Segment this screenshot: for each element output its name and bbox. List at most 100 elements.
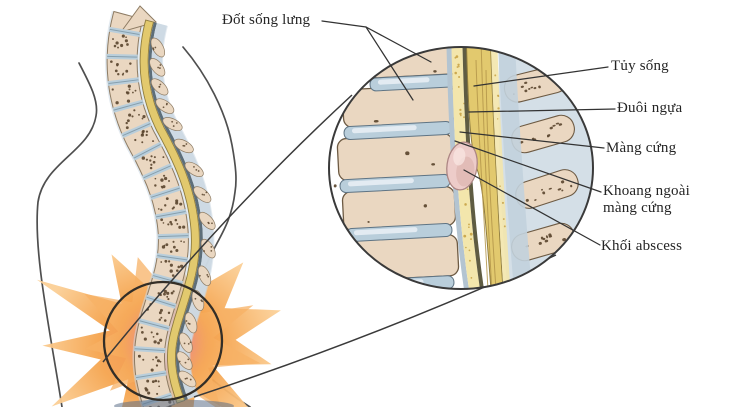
leader-khoang-ngoai xyxy=(454,140,602,193)
bone-speckle xyxy=(169,263,173,267)
bone-speckle xyxy=(152,48,155,51)
bone-speckle xyxy=(180,240,182,243)
bone-speckle xyxy=(154,379,158,383)
fat-speckle xyxy=(470,238,472,241)
spinous-process xyxy=(184,161,204,177)
bone-speckle xyxy=(172,125,175,127)
bone-speckle xyxy=(168,260,171,263)
fat-speckle xyxy=(470,277,473,279)
bone-speckle xyxy=(182,225,186,229)
bone-speckle xyxy=(134,138,137,142)
bone-speckle xyxy=(163,289,167,294)
bone-speckle xyxy=(142,358,145,361)
bone-speckle xyxy=(113,44,117,48)
bone-speckle xyxy=(169,269,173,273)
bone-speckle xyxy=(145,130,149,133)
bone-speckle xyxy=(167,311,171,315)
bone-speckle xyxy=(153,340,157,344)
fat-speckle xyxy=(505,284,507,287)
bone-speckle xyxy=(149,159,152,162)
bone-speckle xyxy=(151,380,155,384)
bone-speckle xyxy=(141,156,146,160)
bone-speckle xyxy=(163,176,168,181)
fat-speckle xyxy=(491,31,493,33)
bone-speckle xyxy=(157,341,160,345)
bone-speckle xyxy=(152,335,155,338)
bone-speckle xyxy=(155,364,159,367)
disc-edge xyxy=(146,296,176,307)
spine-top-tip xyxy=(119,5,157,33)
fat-speckle xyxy=(473,302,476,305)
bone-speckle xyxy=(154,184,157,187)
fat-speckle xyxy=(468,295,470,297)
fat-speckle xyxy=(464,203,467,206)
fat-speckle xyxy=(468,223,470,226)
fat-speckle xyxy=(503,287,506,289)
label-khoang-line1: Khoang ngoài xyxy=(603,183,690,199)
bone-speckle xyxy=(121,73,124,76)
disc-edge xyxy=(157,255,188,261)
bone-speckle xyxy=(149,166,153,170)
bone-speckle xyxy=(207,275,210,278)
bone-speckle xyxy=(162,222,165,224)
bone-speckle xyxy=(167,297,170,301)
canal-posterior-strip xyxy=(497,47,534,289)
spinous-process xyxy=(155,98,175,114)
bone-speckle xyxy=(111,88,114,91)
bone-speckle xyxy=(187,343,190,345)
cauda-equina-striation xyxy=(485,69,498,289)
bone-speckle xyxy=(110,60,113,63)
bone-speckle xyxy=(158,318,161,321)
fat-speckle xyxy=(459,112,462,116)
body-back-contour xyxy=(182,46,237,267)
label-mang-cung: Màng cứng xyxy=(606,140,677,156)
bone-speckle xyxy=(157,208,160,210)
fat-speckle xyxy=(503,225,506,228)
bone-speckle xyxy=(165,197,169,201)
label-khoi-abscess: Khối abscess xyxy=(601,238,683,254)
focus-circle-small xyxy=(102,280,224,402)
epidural-fat-posterior xyxy=(490,47,512,289)
bone-speckle xyxy=(158,85,161,88)
bone-speckle xyxy=(171,120,174,123)
fat-speckle xyxy=(466,188,469,191)
bone-speckle xyxy=(171,207,174,210)
bone-speckle xyxy=(152,160,156,164)
bone-speckle xyxy=(155,356,158,359)
bone-speckle xyxy=(159,338,163,342)
bone-speckle xyxy=(125,36,127,39)
bone-speckle xyxy=(161,186,164,189)
leader-mang-cung xyxy=(459,131,605,149)
bone-speckle xyxy=(158,385,160,388)
bone-speckle xyxy=(141,130,145,134)
bone-speckle xyxy=(140,326,143,329)
bone-speckle xyxy=(163,292,166,296)
bone-speckle xyxy=(141,330,144,334)
fat-speckle xyxy=(472,309,475,312)
bone-speckle xyxy=(201,300,204,303)
fat-speckle xyxy=(501,201,505,204)
bone-speckle xyxy=(124,39,128,43)
bone-speckle xyxy=(157,66,160,69)
bone-speckle xyxy=(159,360,162,363)
bone-speckle xyxy=(125,126,129,130)
bone-speckle xyxy=(182,144,185,147)
bone-speckle xyxy=(158,311,162,315)
bone-speckle xyxy=(112,38,114,41)
spine-lateral-view xyxy=(105,5,216,407)
bone-speckle xyxy=(152,358,154,361)
bone-speckle xyxy=(194,297,197,300)
bone-speckle xyxy=(145,158,148,161)
bone-speckle xyxy=(145,133,148,137)
intervertebral-disc-magnified xyxy=(345,223,453,242)
bone-speckle xyxy=(117,46,120,49)
fat-speckle xyxy=(454,56,457,59)
fat-speckle xyxy=(459,41,461,43)
bone-speckle xyxy=(175,248,179,253)
fat-speckle xyxy=(471,296,473,298)
spinous-process xyxy=(184,312,198,334)
bone-speckle xyxy=(129,62,132,65)
fat-speckle xyxy=(468,226,470,229)
bone-speckle xyxy=(211,222,213,225)
